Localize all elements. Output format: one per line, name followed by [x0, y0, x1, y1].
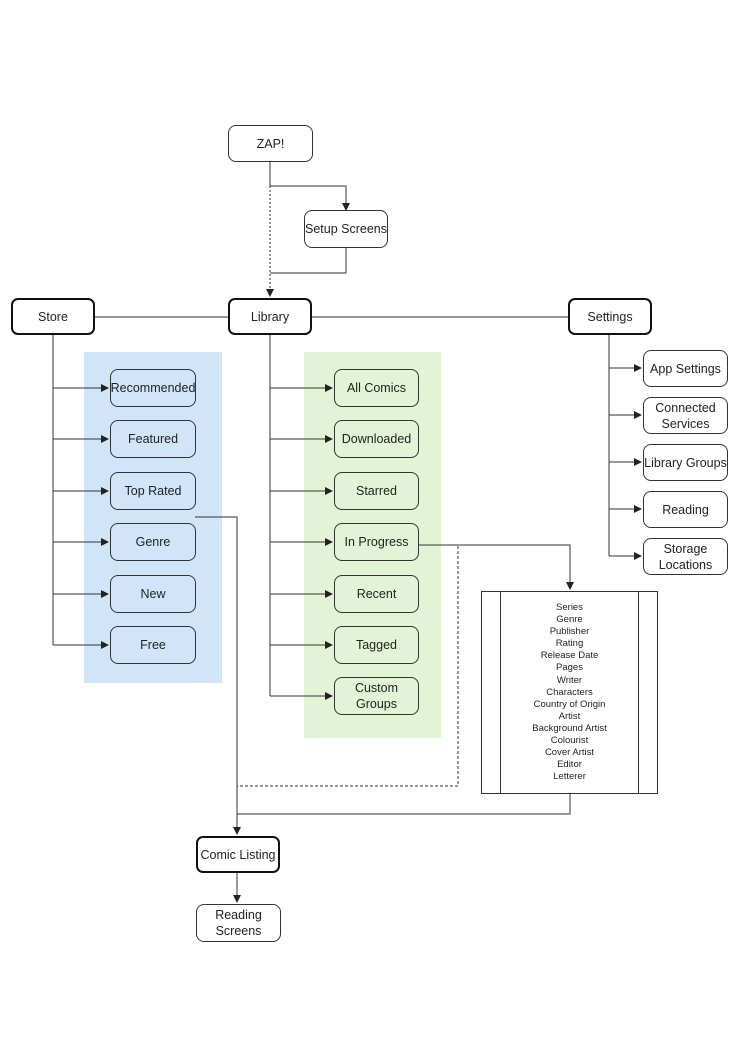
field-genre: Genre [556, 614, 583, 626]
library-item-starred[interactable]: Starred [334, 472, 419, 510]
settings-item-storage-locations[interactable]: Storage Locations [643, 538, 728, 575]
store-item-top-rated[interactable]: Top Rated [110, 472, 196, 510]
connector-toprated-listing [195, 516, 241, 835]
comic-listing-node[interactable]: Comic Listing [196, 836, 280, 873]
field-series: Series [556, 602, 583, 613]
field-editor: Editor [557, 759, 582, 771]
settings-item-connected-services[interactable]: Connected Services [643, 397, 728, 434]
field-artist: Artist [558, 710, 581, 722]
library-node[interactable]: Library [228, 298, 312, 335]
field-rating: Rating [555, 638, 584, 650]
field-release-date: Release Date [540, 650, 599, 662]
settings-item-library-groups[interactable]: Library Groups [643, 444, 728, 481]
field-cover-artist: Cover Artist [544, 747, 595, 759]
connector-zap-setup [269, 162, 350, 211]
settings-item-reading[interactable]: Reading [643, 491, 728, 528]
library-item-tagged[interactable]: Tagged [334, 626, 419, 664]
reading-screens-node[interactable]: Reading Screens [196, 904, 281, 942]
library-item-all-comics[interactable]: All Comics [334, 369, 419, 407]
store-item-recommended[interactable]: Recommended [110, 369, 196, 407]
library-item-custom-groups[interactable]: Custom Groups [334, 677, 419, 715]
store-item-genre[interactable]: Genre [110, 523, 196, 561]
connector-fields-listing [237, 794, 571, 815]
store-node[interactable]: Store [11, 298, 95, 335]
store-item-featured[interactable]: Featured [110, 420, 196, 458]
connector-inprogress-listing-dashed [237, 544, 459, 787]
field-background-artist: Background Artist [532, 722, 607, 734]
field-country-of-origin: Country of Origin [533, 698, 606, 710]
store-item-new[interactable]: New [110, 575, 196, 613]
zap-node[interactable]: ZAP! [228, 125, 313, 162]
field-writer: Writer [556, 674, 583, 686]
setup-screens-node[interactable]: Setup Screens [304, 210, 388, 248]
connector-setup-library [270, 248, 347, 274]
store-item-free[interactable]: Free [110, 626, 196, 664]
field-publisher: Publisher [549, 626, 590, 638]
fields-divider-right [638, 592, 639, 793]
field-pages: Pages [556, 662, 583, 674]
fields-divider-left [500, 592, 501, 793]
settings-node[interactable]: Settings [568, 298, 652, 335]
field-colourist: Colourist [550, 735, 589, 747]
field-characters: Characters [546, 686, 593, 698]
sort-fields-list: Series Genre Publisher Rating Release Da… [502, 602, 637, 783]
library-item-in-progress[interactable]: In Progress [334, 523, 419, 561]
field-letterer: Letterer [553, 771, 586, 783]
library-item-recent[interactable]: Recent [334, 575, 419, 613]
settings-item-app-settings[interactable]: App Settings [643, 350, 728, 387]
library-item-downloaded[interactable]: Downloaded [334, 420, 419, 458]
connector-inprogress-fields [419, 544, 574, 590]
sort-fields-panel: Series Genre Publisher Rating Release Da… [481, 591, 658, 794]
